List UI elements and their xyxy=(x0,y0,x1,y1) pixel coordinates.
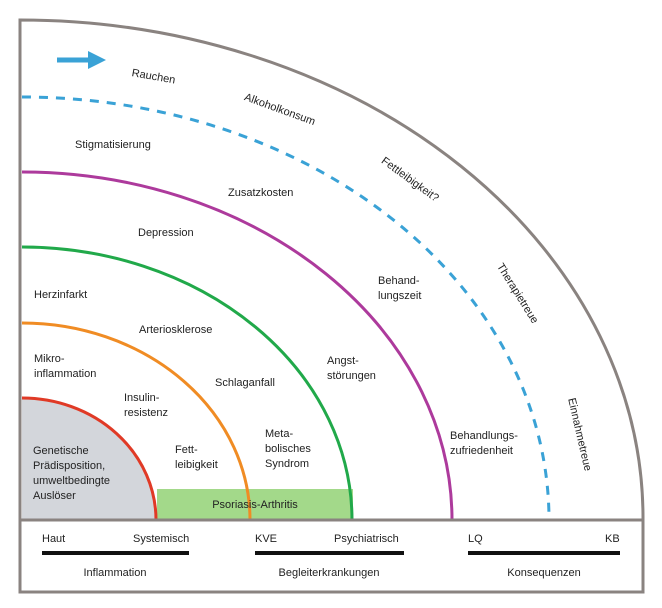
label-behandlungszufriedenheit-2: zufriedenheit xyxy=(450,445,513,457)
bottom-label-lq: LQ xyxy=(468,533,483,545)
outer-frame xyxy=(18,18,645,521)
bottom-group-begleiterkrankungen: Begleiterkrankungen xyxy=(279,567,380,579)
label-zusatzkosten: Zusatzkosten xyxy=(228,187,293,199)
bottom-label-haut: Haut xyxy=(42,533,65,545)
label-mikroinflammation-2: inflammation xyxy=(34,368,96,380)
label-insulinresistenz-1: Insulin- xyxy=(124,392,160,404)
ring-blue-dashed xyxy=(21,95,551,521)
psoriasis-arthritis-band xyxy=(157,489,353,519)
bottom-group-konsequenzen: Konsequenzen xyxy=(507,567,580,579)
label-fettleibigkeit-inner-1: Fett- xyxy=(175,444,198,456)
label-angststoerungen-1: Angst- xyxy=(327,355,359,367)
ring-red xyxy=(21,396,158,521)
label-herzinfarkt: Herzinfarkt xyxy=(34,289,87,301)
label-depression: Depression xyxy=(138,227,194,239)
label-angststoerungen-2: störungen xyxy=(327,370,376,382)
bar-konsequenzen xyxy=(468,551,620,555)
bottom-legend-box xyxy=(18,518,645,594)
label-therapietreue: Therapietreue xyxy=(494,261,540,325)
label-einnahmetreue: Einnahmetreue xyxy=(565,397,593,472)
label-genetik-4: Auslöser xyxy=(33,490,76,502)
label-fettleibigkeit-inner-2: leibigkeit xyxy=(175,459,218,471)
label-genetik-1: Genetische xyxy=(33,445,89,457)
bottom-label-psychiatrisch: Psychiatrisch xyxy=(334,533,399,545)
label-metabolisches-syndrom-3: Syndrom xyxy=(265,458,309,470)
bottom-label-kve: KVE xyxy=(255,533,277,545)
label-rauchen: Rauchen xyxy=(131,67,176,86)
label-arteriosklerose: Arteriosklerose xyxy=(139,324,212,336)
ring-orange xyxy=(21,321,252,521)
label-insulinresistenz-2: resistenz xyxy=(124,407,168,419)
label-mikroinflammation-1: Mikro- xyxy=(34,353,65,365)
label-alkoholkonsum: Alkoholkonsum xyxy=(243,91,317,128)
label-stigmatisierung: Stigmatisierung xyxy=(75,139,151,151)
arrow-right-icon xyxy=(57,51,106,69)
bar-inflammation xyxy=(42,551,189,555)
label-behandlungszufriedenheit-1: Behandlungs- xyxy=(450,430,518,442)
label-genetik-3: umweltbedingte xyxy=(33,475,110,487)
ring-green xyxy=(21,245,354,521)
label-behandlungszeit-2: lungszeit xyxy=(378,290,421,302)
label-schlaganfall: Schlaganfall xyxy=(215,377,275,389)
bottom-label-kb: KB xyxy=(605,533,620,545)
label-metabolisches-syndrom-2: bolisches xyxy=(265,443,311,455)
bottom-group-inflammation: Inflammation xyxy=(84,567,147,579)
core-region xyxy=(22,398,156,520)
bar-begleiterkrankungen xyxy=(255,551,404,555)
ring-purple xyxy=(21,170,454,521)
label-behandlungszeit-1: Behand- xyxy=(378,275,420,287)
label-psoriasis-arthritis: Psoriasis-Arthritis xyxy=(212,499,298,511)
label-metabolisches-syndrom-1: Meta- xyxy=(265,428,293,440)
bottom-label-systemisch: Systemisch xyxy=(133,533,189,545)
label-fettleibigkeit: Fettleibigkeit? xyxy=(379,155,441,205)
label-genetik-2: Prädisposition, xyxy=(33,460,105,472)
